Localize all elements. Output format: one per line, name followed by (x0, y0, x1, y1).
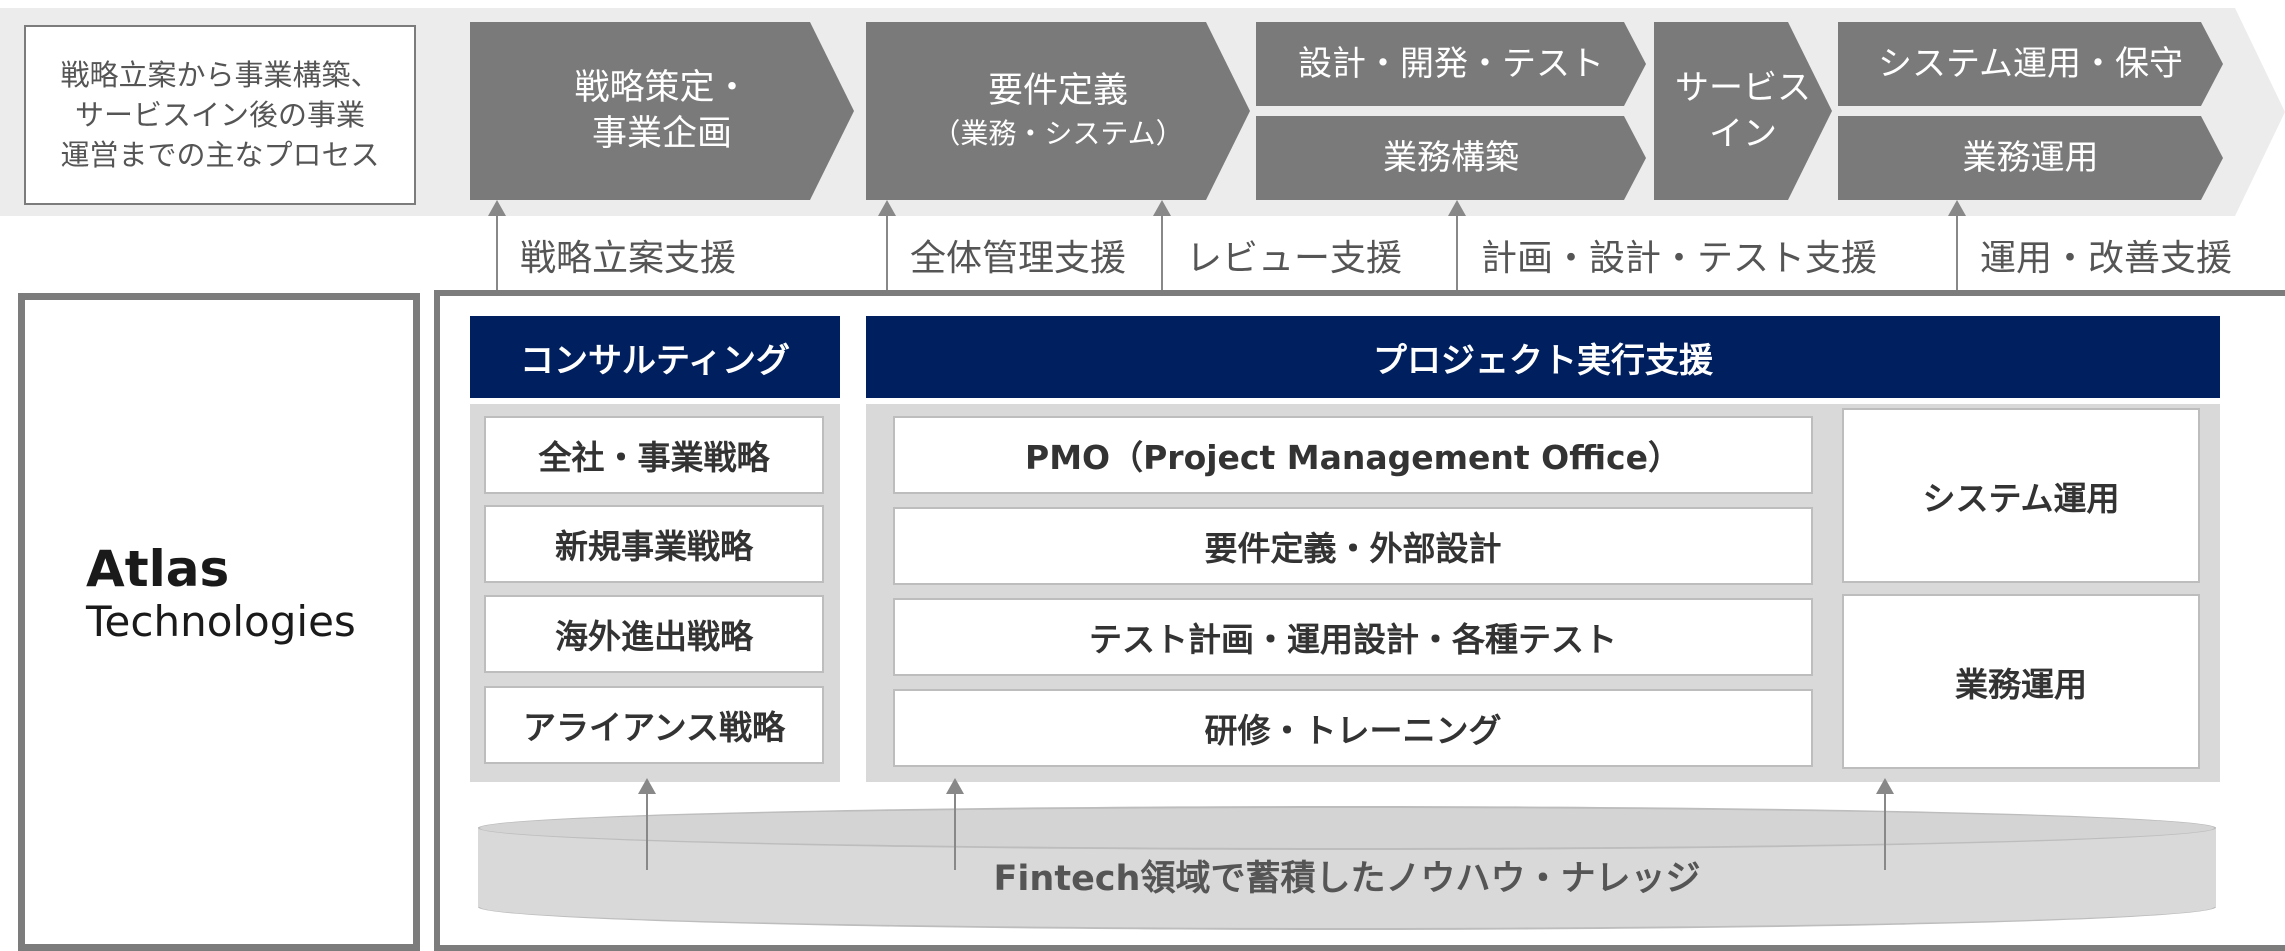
consulting-item: 全社・事業戦略 (484, 416, 824, 494)
project-item: 研修・トレーニング (893, 689, 1813, 767)
arrow-plan-head (1448, 200, 1466, 216)
step-requirements: 要件定義 （業務・システム） (866, 22, 1250, 200)
step-design-dev-test: 設計・開発・テスト (1256, 22, 1646, 106)
arrow-review-line (1161, 214, 1163, 294)
consulting-item: アライアンス戦略 (484, 686, 824, 764)
project-item: PMO（Project Management Office） (893, 416, 1813, 494)
support-plan-design-test: 計画・設計・テスト支援 (1481, 238, 1878, 279)
project-header: プロジェクト実行支援 (866, 316, 2220, 398)
arrow-knowhow-ops-head (1876, 778, 1894, 794)
process-intro: 戦略立案から事業構築、 サービスイン後の事業 運営までの主なプロセス (24, 25, 416, 205)
arrow-ops-head (1948, 200, 1966, 216)
knowhow-label: Fintech領域で蓄積したノウハウ・ナレッジ (993, 859, 1701, 899)
step-business-ops: 業務運用 (1838, 116, 2223, 200)
arrow-knowhow-consulting-line (646, 792, 648, 870)
consulting-item: 新規事業戦略 (484, 505, 824, 583)
arrow-review-head (1153, 200, 1171, 216)
support-review: レビュー支援 (1186, 238, 1403, 279)
arrow-strategy-line (496, 214, 498, 294)
knowhow-cylinder-top (478, 806, 2216, 850)
step-system-ops-maint: システム運用・保守 (1838, 22, 2223, 106)
support-overall: 全体管理支援 (910, 238, 1127, 279)
consulting-header: コンサルティング (470, 316, 840, 398)
company-subname: Technologies (86, 597, 356, 646)
step-strategy: 戦略策定・ 事業企画 (470, 22, 854, 200)
company-box (18, 293, 420, 951)
support-strategy: 戦略立案支援 (520, 238, 737, 279)
step-requirements-title: 要件定義 (987, 71, 1128, 111)
arrow-knowhow-project-head (946, 778, 964, 794)
arrow-ops-line (1956, 214, 1958, 294)
support-ops-improve: 運用・改善支援 (1980, 238, 2233, 279)
arrow-overall-head (878, 200, 896, 216)
arrow-plan-line (1456, 214, 1458, 294)
ops-item-business: 業務運用 (1842, 594, 2200, 769)
step-business-build: 業務構築 (1256, 116, 1646, 200)
step-service-in: サービス イン (1654, 22, 1832, 200)
arrow-knowhow-ops-line (1884, 792, 1886, 870)
company-name: Atlas (86, 540, 230, 598)
arrow-strategy-head (488, 200, 506, 216)
ops-item-system: システム運用 (1842, 408, 2200, 583)
company-logo: Atlas Technologies (86, 540, 356, 646)
arrow-knowhow-project-line (954, 792, 956, 870)
consulting-item: 海外進出戦略 (484, 595, 824, 673)
project-item: 要件定義・外部設計 (893, 507, 1813, 585)
arrow-knowhow-consulting-head (638, 778, 656, 794)
step-requirements-subtitle: （業務・システム） (932, 117, 1184, 150)
project-item: テスト計画・運用設計・各種テスト (893, 598, 1813, 676)
arrow-overall-line (886, 214, 888, 294)
